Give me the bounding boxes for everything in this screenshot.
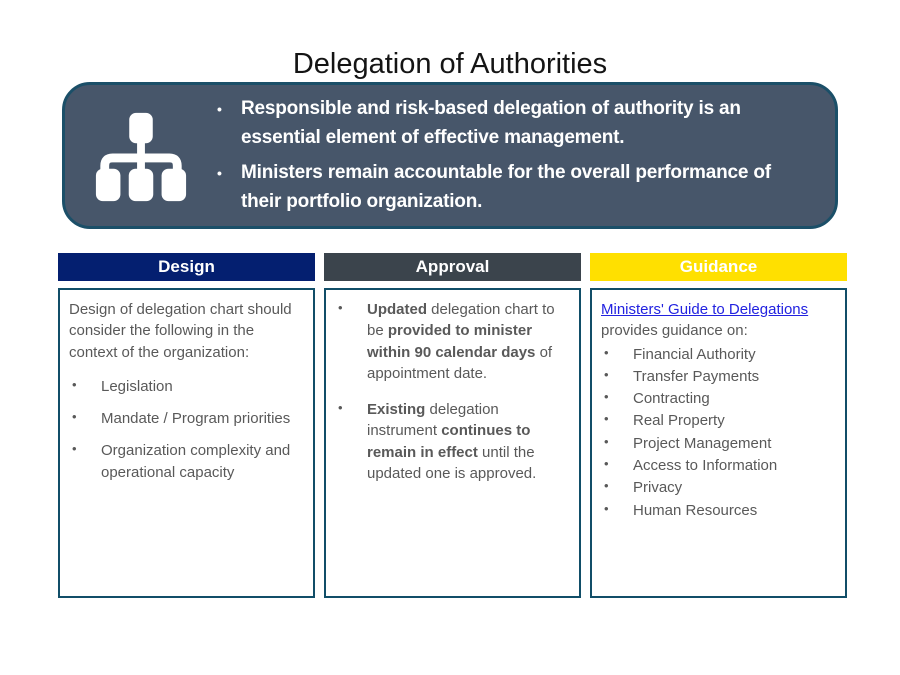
design-bullet-list: • Legislation • Mandate / Program priori… [69, 376, 303, 483]
bullet-marker: • [604, 456, 609, 472]
list-item-text: Project Management [633, 434, 772, 452]
list-item-text: Contracting [633, 390, 710, 408]
guidance-column-body: Ministers' Guide to Delegations provides… [590, 288, 847, 598]
column-guidance: Guidance Ministers' Guide to Delegations… [590, 253, 847, 598]
list-item-text: Legislation [101, 377, 173, 395]
bullet-marker: • [604, 389, 609, 405]
bullet-marker: • [338, 300, 343, 315]
overview-bullet-list: • Responsible and risk-based delegation … [217, 88, 835, 223]
bullet-marker: • [72, 409, 77, 425]
list-item-text: Transfer Payments [633, 367, 760, 385]
bullet-marker: • [604, 500, 609, 516]
list-item: • Legislation [69, 376, 303, 397]
overview-callout-box: • Responsible and risk-based delegation … [62, 82, 838, 229]
bullet-marker: • [604, 411, 609, 427]
bullet-marker: • [217, 101, 222, 117]
list-item-text: Real Property [633, 412, 725, 430]
list-item-text: Existing delegation instrument continues… [367, 401, 537, 483]
approval-column-body: • Updated delegation chart to be provide… [324, 288, 581, 598]
list-item: • Existing delegation instrument continu… [335, 399, 569, 484]
list-item: • Access to Information [601, 455, 835, 476]
guidance-bullet-list: •Financial Authority •Transfer Payments … [601, 344, 835, 521]
design-column-body: Design of delegation chart should consid… [58, 288, 315, 598]
list-item-text: Financial Authority [633, 345, 756, 363]
list-item: • Organization complexity and operationa… [69, 440, 303, 483]
list-item-text: Privacy [633, 479, 683, 497]
bullet-marker: • [604, 433, 609, 449]
overview-bullet-text: Ministers remain accountable for the ove… [241, 162, 771, 212]
bullet-marker: • [604, 478, 609, 494]
list-item: • Real Property [601, 410, 835, 431]
design-intro-text: Design of delegation chart should consid… [69, 301, 292, 361]
overview-bullet: • Ministers remain accountable for the o… [217, 159, 809, 216]
column-design: Design Design of delegation chart should… [58, 253, 315, 598]
approval-column-header: Approval [324, 253, 581, 281]
overview-bullet-text: Responsible and risk-based delegation of… [241, 98, 741, 148]
ministers-guide-link[interactable]: Ministers' Guide to Delegations [601, 301, 809, 318]
bullet-marker: • [217, 165, 222, 181]
column-approval: Approval • Updated delegation chart to b… [324, 253, 581, 598]
bullet-marker: • [604, 366, 609, 382]
list-item-text: Human Resources [633, 501, 758, 519]
list-item-text: Access to Information [633, 457, 778, 475]
list-item: • Financial Authority [601, 344, 835, 365]
bullet-marker: • [604, 344, 609, 360]
list-item: • Mandate / Program priorities [69, 408, 303, 429]
approval-bullet-list: • Updated delegation chart to be provide… [335, 299, 569, 484]
page-title: Delegation of Authorities [292, 48, 608, 80]
bullet-marker: • [72, 376, 77, 392]
list-item-text: Updated delegation chart to be provided … [367, 301, 555, 382]
design-column-header: Design [58, 253, 315, 281]
list-item-text: Mandate / Program priorities [101, 410, 291, 428]
list-item-text: Organization complexity and operational … [101, 442, 291, 481]
guidance-column-header: Guidance [590, 253, 847, 281]
guidance-intro-text: provides guidance on: [601, 322, 748, 340]
three-column-layout: Design Design of delegation chart should… [58, 253, 847, 598]
list-item: • Privacy [601, 477, 835, 498]
org-chart-icon [65, 107, 217, 205]
list-item: • Project Management [601, 433, 835, 454]
list-item: • Human Resources [601, 500, 835, 521]
list-item: • Contracting [601, 388, 835, 409]
overview-bullet: • Responsible and risk-based delegation … [217, 95, 809, 152]
bullet-marker: • [72, 441, 77, 457]
list-item: • Updated delegation chart to be provide… [335, 299, 569, 384]
bullet-marker: • [338, 400, 343, 416]
list-item: • Transfer Payments [601, 366, 835, 387]
